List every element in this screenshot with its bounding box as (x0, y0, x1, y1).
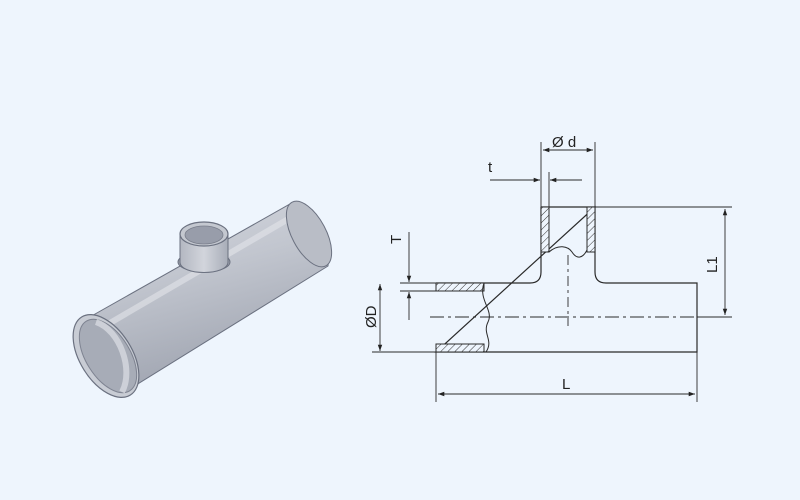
label-branch-height: L1 (704, 256, 721, 273)
main-pipe-front-opening (72, 314, 140, 398)
label-main-diameter: ØD (363, 305, 380, 328)
label-branch-wall: t (488, 159, 493, 176)
branch-wall-right (586, 206, 596, 253)
branch-outlet-3d (177, 221, 231, 273)
main-wall-bottom (435, 343, 485, 353)
tee-outline (434, 205, 698, 353)
tee-3d-view (72, 200, 333, 398)
branch-wall-left (540, 206, 550, 253)
tee-section-drawing (372, 142, 732, 402)
main-pipe-far-end (285, 200, 333, 268)
label-length: L (562, 376, 570, 393)
label-main-wall: T (388, 235, 405, 244)
label-branch-diameter: Ø d (552, 134, 576, 151)
main-wall-top (435, 282, 485, 292)
